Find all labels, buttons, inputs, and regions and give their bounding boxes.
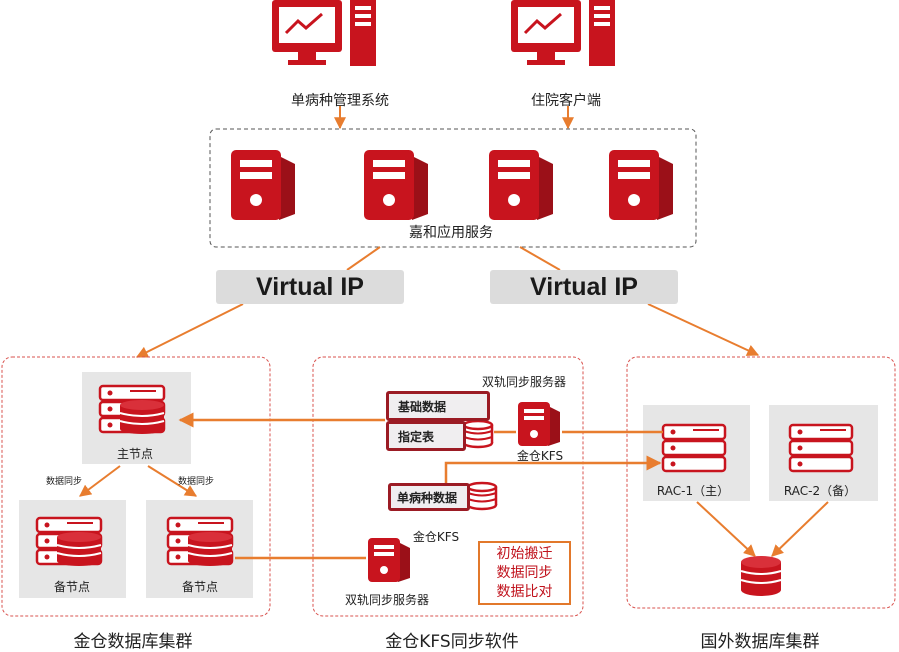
virtual-ip-right: Virtual IP: [490, 270, 678, 304]
designated-table-db-icon: [462, 419, 494, 449]
kfs-server-icon-lower: [368, 538, 410, 582]
foreign-cluster-caption: 国外数据库集群: [700, 632, 820, 652]
kfs-group: [312, 356, 584, 617]
feature-initial-migration: 初始搬迁: [496, 546, 553, 562]
arrow-rac2-storage: [771, 501, 829, 557]
server-icon-3: [489, 150, 553, 220]
workstation-icon-left: [270, 0, 378, 68]
client-label-right: 住院客户端: [531, 93, 601, 109]
arrow-rac1-storage: [696, 501, 756, 557]
rac1-server-icon: [661, 423, 727, 473]
arrow-vip-left: [135, 303, 244, 358]
standby-db-icon-left: [35, 516, 103, 568]
rac2-label: RAC-2（备）: [783, 484, 857, 498]
base-data-box: 基础数据: [386, 391, 490, 421]
workstation-icon-right: [509, 0, 617, 68]
kfs-bottom-server-label: 双轨同步服务器: [344, 593, 430, 607]
arrow-kfs-to-rac1: [444, 455, 662, 483]
single-disease-db-icon: [466, 481, 498, 511]
jincang-cluster-group: [1, 356, 271, 617]
rac1-label: RAC-1（主）: [656, 484, 730, 498]
master-node-label: 主节点: [116, 447, 154, 461]
virtual-ip-left: Virtual IP: [216, 270, 404, 304]
master-db-icon: [98, 384, 166, 436]
standby-label-right: 备节点: [181, 580, 219, 594]
feature-data-compare: 数据比对: [496, 584, 553, 600]
rac2-server-icon: [788, 423, 854, 473]
designated-table-box: 指定表: [386, 421, 466, 451]
kfs-upper-label: 金仓KFS: [516, 449, 564, 463]
line-app-vip-left: [346, 246, 381, 271]
app-service-group: [209, 128, 697, 248]
kfs-feature-list: 初始搬迁 数据同步 数据比对: [478, 541, 571, 605]
app-service-label: 嘉和应用服务: [409, 225, 493, 241]
standby-db-icon-right: [166, 516, 234, 568]
single-disease-data-box: 单病种数据: [388, 483, 470, 511]
sync-label-left: 数据同步: [45, 477, 83, 487]
kfs-caption: 金仓KFS同步软件: [385, 632, 519, 652]
line-app-vip-right: [519, 246, 561, 271]
jincang-cluster-caption: 金仓数据库集群: [73, 632, 193, 652]
client-label-left: 单病种管理系统: [291, 93, 389, 109]
server-icon-1: [231, 150, 295, 220]
standby-label-left: 备节点: [53, 580, 91, 594]
feature-data-sync: 数据同步: [496, 565, 553, 581]
arrow-sync-right: [147, 465, 198, 497]
sync-label-right: 数据同步: [177, 477, 215, 487]
server-icon-4: [609, 150, 673, 220]
shared-storage-db-icon: [740, 555, 782, 597]
kfs-top-server-label: 双轨同步服务器: [482, 375, 567, 389]
kfs-lower-label: 金仓KFS: [412, 530, 460, 544]
kfs-server-icon-upper: [518, 402, 560, 446]
arrow-vip-right: [647, 303, 760, 356]
server-icon-2: [364, 150, 428, 220]
arrow-sync-left: [79, 465, 121, 497]
